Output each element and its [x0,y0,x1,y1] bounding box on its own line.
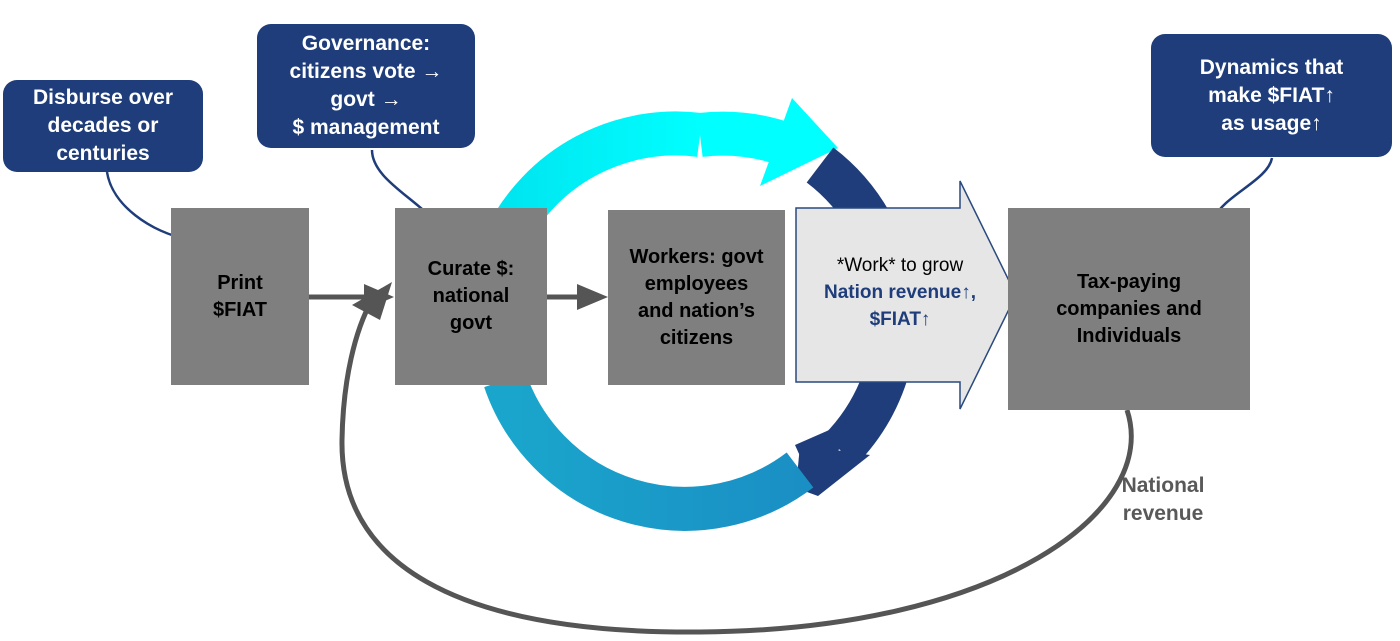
work-arrow-shape [795,180,1017,410]
box-print: Print $FIAT [171,208,309,385]
callout-dynamics-text: Dynamics that make $FIAT↑ as usage↑ [1199,55,1344,135]
callout-disburse: Disburse over decades or centuries [3,80,203,172]
callout-disburse-text: Disburse over decades or centuries [32,86,174,165]
cycle-arc-light-blue [484,372,814,531]
callout-governance: Governance: citizens vote → govt → $ man… [257,24,475,148]
box-taxpayers: Tax-paying companies and Individuals [1008,208,1250,410]
work-arrow-text: *Work* to grow Nation revenue↑, $FIAT↑ [800,252,1000,333]
cycle-arrowhead-dark-2 [796,445,870,496]
box-workers: Workers: govt employees and nation’s cit… [608,210,785,385]
box-curate-label: Curate $: national govt [427,258,515,334]
callout-governance-text: Governance: citizens vote → govt → $ man… [289,32,443,139]
arrow-curate-to-workers-head [577,284,608,310]
return-connector [339,298,1134,635]
work-arrow-line2: Nation revenue↑, $FIAT↑ [823,282,977,330]
box-workers-label: Workers: govt employees and nation’s cit… [629,245,764,349]
arrow-print-to-curate-head [364,284,394,310]
box-print-label: Print $FIAT [212,271,268,321]
cycle-arrowhead-cyan [760,98,838,186]
box-taxpayers-label: Tax-paying companies and Individuals [1056,270,1202,347]
box-curate: Curate $: national govt [395,208,547,385]
work-arrow-line1: *Work* to grow [836,255,964,276]
national-revenue-label: National revenue [1121,474,1205,525]
callout-dynamics: Dynamics that make $FIAT↑ as usage↑ [1151,34,1392,157]
